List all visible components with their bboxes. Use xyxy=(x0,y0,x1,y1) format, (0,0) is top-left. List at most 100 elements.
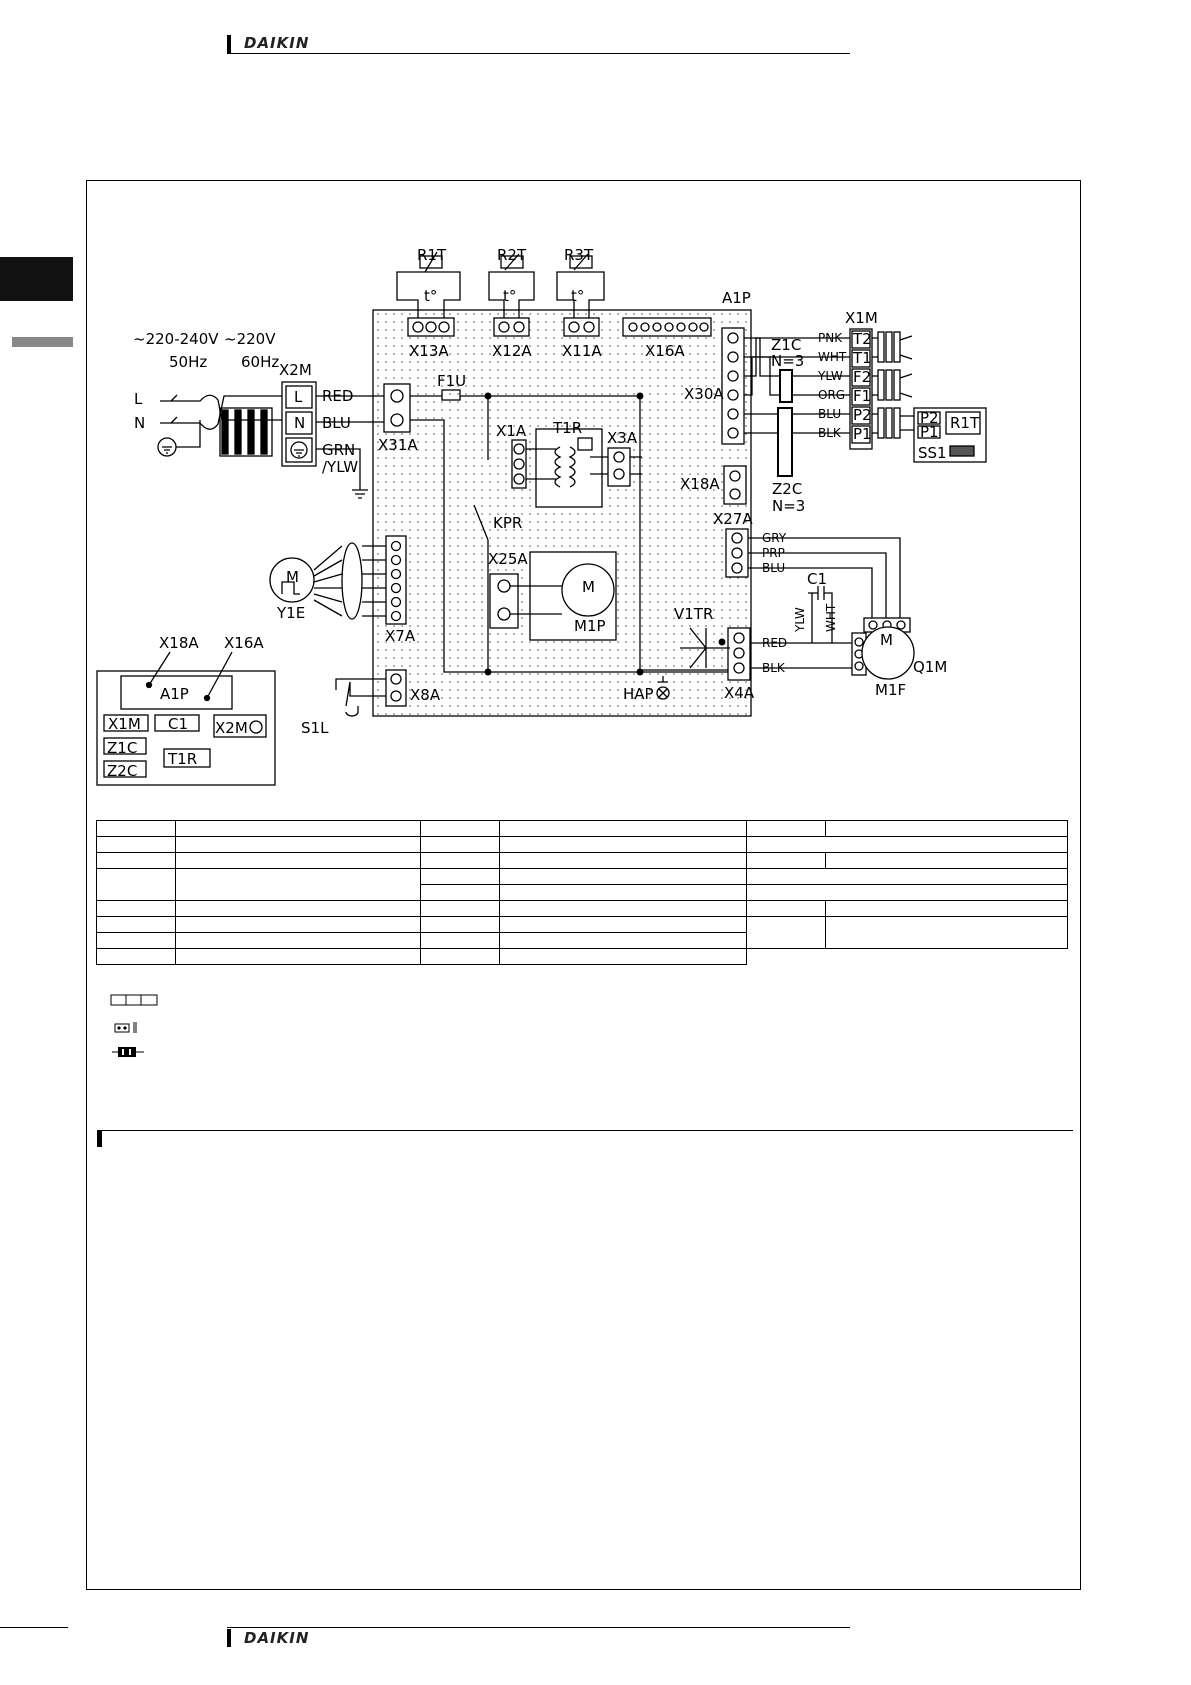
main-bus-top xyxy=(460,395,730,671)
table-row xyxy=(96,900,1068,917)
footer-logo-bar xyxy=(227,1629,231,1647)
label-m1f: M1F xyxy=(875,681,906,699)
header-logo: DAIKIN xyxy=(244,34,310,52)
noise-filter xyxy=(219,407,273,457)
label-z1c-n: N=3 xyxy=(771,352,804,370)
symbol-terminal-strip xyxy=(110,994,158,1006)
label-x11a: X11A xyxy=(562,342,602,360)
pcb-a1p xyxy=(372,309,752,717)
r3t-thermistor xyxy=(569,255,593,269)
table-row xyxy=(96,852,1068,869)
label-switchbox-a1p: A1P xyxy=(160,685,189,703)
pump-m1p xyxy=(561,563,615,617)
label-y1e: Y1E xyxy=(276,604,305,622)
label-org: ORG xyxy=(818,388,845,402)
x27a-prp xyxy=(748,552,887,618)
terminal-x1m xyxy=(849,328,873,450)
connector-x13a xyxy=(407,317,455,337)
label-switchbox-x16a: X16A xyxy=(224,634,264,652)
label-x7a: X7A xyxy=(385,627,416,645)
legend-table xyxy=(96,820,1068,965)
relay-kpr xyxy=(473,504,489,541)
footer-rule-left xyxy=(0,1627,68,1628)
label-x4a: X4A xyxy=(724,684,755,702)
label-ylw2: YLW xyxy=(817,369,843,383)
switchbox-layout xyxy=(96,670,276,786)
connector-x7a xyxy=(385,535,407,625)
label-remote-ss1: SS1 xyxy=(918,444,947,462)
table-row xyxy=(96,916,1068,949)
label-switchbox-x1m: X1M xyxy=(108,715,141,733)
diagram-frame xyxy=(86,180,1081,1590)
label-v1tr: V1TR xyxy=(674,605,713,623)
x27a-gry xyxy=(748,537,901,618)
capacitor-c1 xyxy=(808,586,833,643)
side-tab-grey xyxy=(12,337,73,347)
connector-x31a xyxy=(383,383,411,433)
table-row xyxy=(96,820,1068,837)
label-x2m: X2M xyxy=(279,361,312,379)
side-tab-dark xyxy=(0,257,73,301)
label-t3: t° xyxy=(571,287,584,305)
header-rule xyxy=(227,53,850,54)
label-switchbox-x2m: X2M xyxy=(215,719,248,737)
label-c1: C1 xyxy=(807,570,827,588)
label-x1a: X1A xyxy=(496,422,527,440)
label-ylw: /YLW xyxy=(322,458,358,476)
label-blu2: BLU xyxy=(818,407,841,421)
label-x3a: X3A xyxy=(607,429,638,447)
label-switchbox-z1c: Z1C xyxy=(107,739,137,757)
r1t-thermistor xyxy=(419,255,443,269)
table-row xyxy=(96,932,1068,949)
label-x1m-p2: P2 xyxy=(853,406,872,424)
table-row xyxy=(96,836,1068,853)
label-switchbox-c1: C1 xyxy=(168,715,188,733)
label-blk2: BLK xyxy=(762,661,786,675)
layout-z2c xyxy=(103,760,147,778)
label-x30a: X30A xyxy=(684,385,724,403)
label-c1-ylw: YLW xyxy=(793,607,807,633)
label-t2: t° xyxy=(503,287,516,305)
label-line-l: L xyxy=(134,390,143,408)
motor-m1f xyxy=(861,626,915,680)
ferrite-z2c xyxy=(777,407,793,477)
label-switchbox-z2c: Z2C xyxy=(107,762,137,780)
r2t-thermistor-wire xyxy=(488,271,535,318)
label-supply-v60: ~220V xyxy=(224,330,276,348)
label-gry: GRY xyxy=(762,531,787,545)
label-pnk: PNK xyxy=(818,331,843,345)
layout-c1 xyxy=(154,714,200,732)
connector-x4a xyxy=(727,627,751,681)
connector-x18a xyxy=(723,465,747,505)
x1m-plugs xyxy=(872,331,914,439)
label-x27a: X27A xyxy=(713,510,753,528)
label-x1m-f2: F2 xyxy=(853,368,871,386)
label-m1p: M1P xyxy=(574,617,606,635)
label-q1m: Q1M xyxy=(913,658,947,676)
label-z1c: Z1C xyxy=(771,336,801,354)
label-z2c-n: N=3 xyxy=(772,497,805,515)
layout-x2m xyxy=(213,714,267,738)
label-supply-f60: 60Hz xyxy=(241,353,279,371)
symbol-connector xyxy=(114,1022,137,1033)
ferrite-z1c xyxy=(779,369,793,403)
layout-z1c xyxy=(103,737,147,755)
r2t-thermistor xyxy=(500,255,524,269)
label-supply-v50: ~220-240V xyxy=(133,330,219,348)
label-a1p: A1P xyxy=(722,289,751,307)
label-r2t: R2T xyxy=(497,246,527,264)
label-x12a: X12A xyxy=(492,342,532,360)
label-red2: RED xyxy=(762,636,787,650)
triac-v1tr xyxy=(680,627,730,669)
label-line-n: N xyxy=(134,414,145,432)
line-l xyxy=(160,394,282,421)
footer-logo: DAIKIN xyxy=(244,1629,310,1647)
label-y1e-m: M xyxy=(286,568,299,586)
label-x18a: X18A xyxy=(680,475,720,493)
label-supply-f50: 50Hz xyxy=(169,353,207,371)
table-row xyxy=(96,868,1068,901)
label-wht: WHT xyxy=(818,350,847,364)
label-m: M xyxy=(582,578,595,596)
layout-x1m xyxy=(103,714,149,732)
